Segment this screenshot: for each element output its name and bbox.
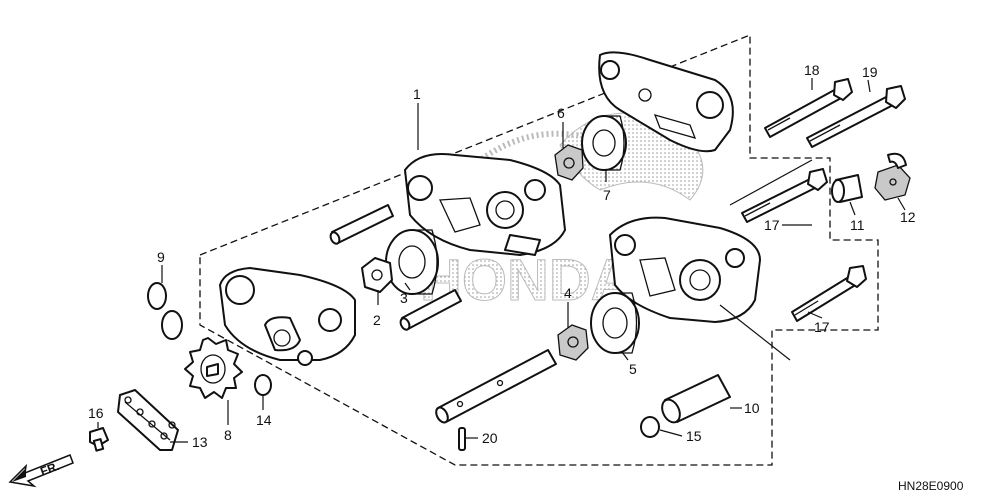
drive-chain xyxy=(117,389,179,451)
pump-shaft xyxy=(435,349,557,424)
callout-6: 6 xyxy=(557,105,565,121)
callout-14: 14 xyxy=(256,412,272,428)
assembly-boundary xyxy=(199,34,879,466)
callout-12: 12 xyxy=(900,209,916,225)
callout-20: 20 xyxy=(482,430,498,446)
callout-7: 7 xyxy=(603,187,611,203)
inner-rotor-6 xyxy=(554,144,584,181)
collar xyxy=(661,374,731,424)
callout-16: 16 xyxy=(88,405,104,421)
rotor-3 xyxy=(385,229,439,295)
bolt-17-lower xyxy=(791,265,867,322)
rotor-5 xyxy=(590,292,640,354)
callout-18: 18 xyxy=(804,62,820,78)
callout-11: 11 xyxy=(850,217,865,233)
callout-labels: 1 2 3 4 5 6 7 8 9 10 11 12 13 14 15 16 1… xyxy=(88,62,916,450)
clip xyxy=(874,152,911,201)
right-pump-body xyxy=(609,216,761,323)
dowel-pins xyxy=(329,204,462,331)
inner-rotor-4 xyxy=(557,324,589,361)
o-ring-15 xyxy=(640,416,660,438)
drive-pin xyxy=(458,427,466,451)
callout-8: 8 xyxy=(224,427,232,443)
callout-15: 15 xyxy=(686,428,702,444)
rotor-7 xyxy=(581,115,627,171)
front-direction-arrow: FR. xyxy=(8,454,74,488)
bolt-17-upper xyxy=(741,168,828,223)
sleeve xyxy=(831,174,863,203)
o-ring-9 xyxy=(147,282,183,340)
callout-9: 9 xyxy=(157,249,165,265)
upper-pump-body xyxy=(404,153,566,256)
washer xyxy=(254,374,272,396)
front-label: FR. xyxy=(38,459,61,479)
callout-10: 10 xyxy=(744,400,760,416)
callout-13: 13 xyxy=(192,434,208,450)
callout-5: 5 xyxy=(629,361,637,377)
bolt-16 xyxy=(89,427,109,452)
callout-2: 2 xyxy=(373,312,381,328)
left-pump-body xyxy=(219,267,356,366)
bolt-19 xyxy=(806,85,906,148)
callout-17-upper: 17 xyxy=(764,217,780,233)
diagram-code: HN28E0900 xyxy=(898,479,964,493)
sprocket xyxy=(184,337,243,399)
callout-3: 3 xyxy=(400,290,408,306)
leader-lines xyxy=(97,78,906,443)
bolt-18 xyxy=(764,78,853,138)
callout-19: 19 xyxy=(862,64,878,80)
callout-1: 1 xyxy=(413,86,421,102)
rear-cover-plate xyxy=(598,51,734,153)
callout-4: 4 xyxy=(564,285,572,301)
callout-17-lower: 17 xyxy=(814,319,830,335)
inner-rotor-2 xyxy=(361,257,393,293)
